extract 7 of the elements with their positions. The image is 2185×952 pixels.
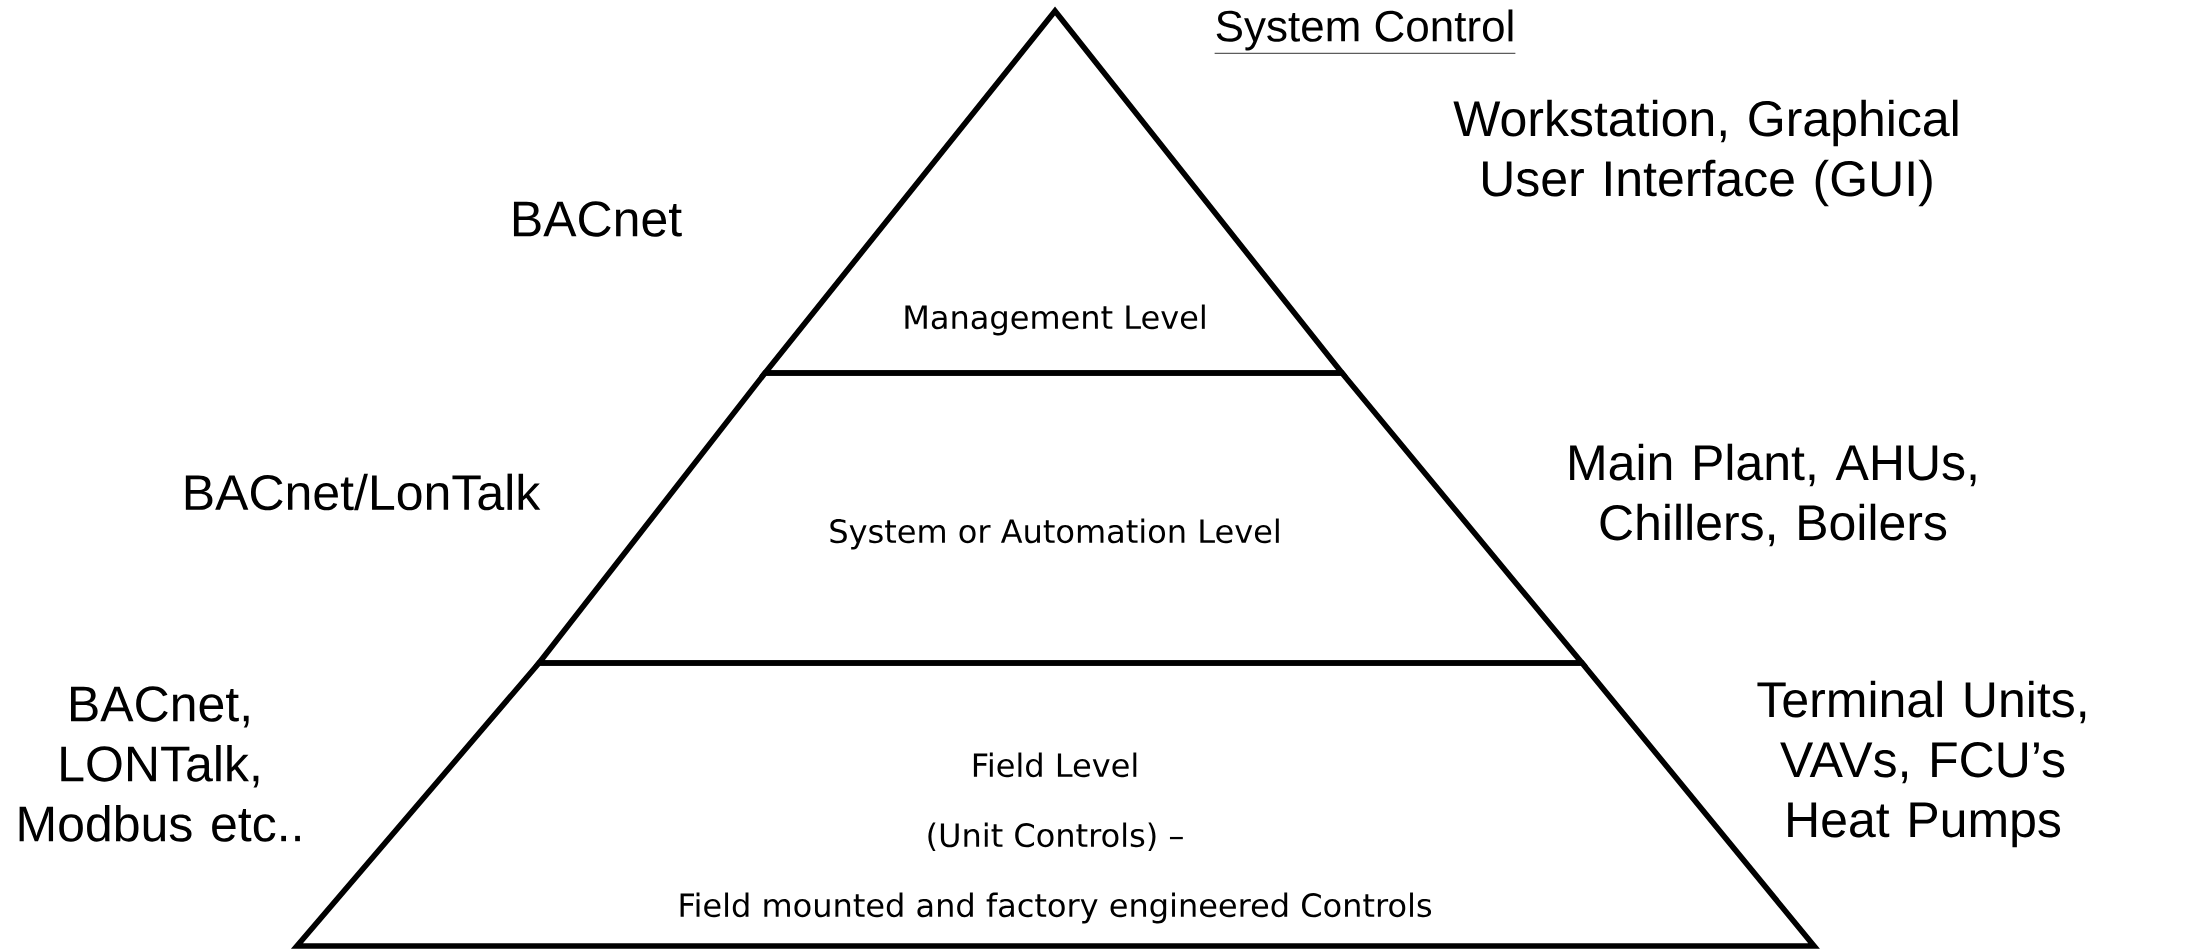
side-label: BACnet, LONTalk, Modbus etc.. [19, 686, 300, 842]
side-label: BACnet/LonTalk [185, 473, 541, 511]
heading: System Control [1214, 9, 1516, 54]
side-label: Workstation, Graphical User Interface (GUI) [1453, 99, 1958, 207]
side-label: BACnet [513, 201, 682, 237]
side-label: Main Plant, AHUs, Chillers, Boilers [1570, 443, 1976, 547]
side-label: Terminal Units, VAVs, FCU’s Heat Pumps [1757, 680, 2086, 848]
